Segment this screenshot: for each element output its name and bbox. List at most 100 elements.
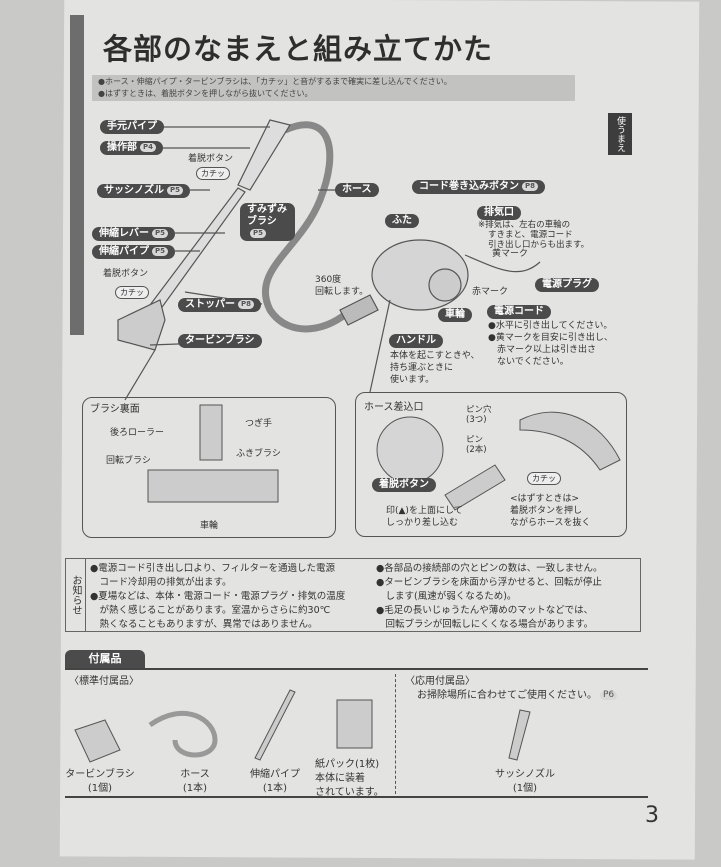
label-haikiguchi: 排気口 bbox=[477, 206, 521, 220]
divider bbox=[395, 674, 396, 794]
label-rear-roller: 後ろローラー bbox=[110, 428, 165, 438]
label-wipe-brush: ふきブラシ bbox=[236, 449, 281, 459]
notice-right: ●各部品の接続部の穴とピンの数は、一致しません。 ●タービンブラシを床面から浮か… bbox=[376, 562, 603, 632]
item-name: 伸縮パイプ bbox=[250, 769, 300, 780]
label-pin: ピン (2本) bbox=[466, 435, 487, 455]
accessories-box: 〈標準付属品〉 〈応用付属品〉 お掃除場所に合わせてご使用ください。P6 タービ… bbox=[65, 668, 648, 798]
note-line: 引き出し口からも出ます。 bbox=[488, 240, 590, 250]
item-name: 紙パック(1枚) bbox=[315, 759, 380, 770]
label-release-button: 着脱ボタン bbox=[372, 478, 436, 492]
hose-inlet-box bbox=[355, 392, 627, 537]
item-name: タービンブラシ bbox=[65, 769, 135, 780]
note-line: しっかり差し込む bbox=[386, 518, 459, 528]
brush-box-title: ブラシ裏面 bbox=[90, 404, 140, 415]
note-line: <はずすときは> bbox=[510, 494, 580, 504]
page-ref: P6 bbox=[600, 690, 618, 700]
handle-note: 本体を起こすときや、 持ち運ぶときに 使います。 bbox=[390, 350, 480, 386]
accessory-item: ホース(1本) bbox=[160, 768, 230, 796]
brush-underside-illustration bbox=[147, 469, 279, 503]
pipe-icon bbox=[254, 689, 296, 761]
page-edge-band bbox=[70, 15, 84, 335]
instruction-line: ●はずすときは、着脱ボタンを押しながら抜いてください。 bbox=[98, 89, 313, 98]
cord-illustration bbox=[464, 254, 541, 273]
label-text: 伸縮パイプ bbox=[99, 246, 149, 257]
sash-nozzle-icon bbox=[508, 709, 531, 761]
cord-notes: ●水平に引き出してください。 ●黄マークを目安に引き出し、 赤マーク以上は引き出… bbox=[488, 320, 613, 368]
label-sumizumi-brush: すみずみブラシP5 bbox=[240, 203, 295, 241]
item-qty: (1個) bbox=[87, 783, 113, 794]
accessory-item: タービンブラシ (1個) bbox=[60, 768, 140, 796]
hose-illustration bbox=[261, 121, 353, 333]
note-line: ないでください。 bbox=[497, 357, 569, 367]
note-line: 持ち運ぶときに bbox=[390, 363, 454, 373]
label-turbine-brush: タービンブラシ bbox=[178, 334, 262, 348]
label-text: 伸縮レバー bbox=[99, 228, 149, 239]
optional-heading: 〈応用付属品〉 bbox=[405, 676, 475, 687]
notice-line: します(風速が弱くなるため)。 bbox=[376, 591, 517, 602]
notice-line: コード冷却用の排気が出ます。 bbox=[90, 577, 232, 588]
label-yellow-mark: 黄マーク bbox=[492, 249, 529, 259]
notice-label: お知らせ bbox=[66, 559, 86, 631]
note-line: 印(▲)を上面にして bbox=[386, 506, 463, 516]
label-joint: つぎ手 bbox=[245, 419, 273, 429]
hose-icon bbox=[148, 710, 218, 758]
label-temoto-pipe: 手元パイプ bbox=[100, 120, 164, 134]
accessory-item: サッシノズル(1個) bbox=[475, 768, 575, 796]
notice-box: お知らせ ●電源コード引き出し口より、フィルターを通過した電源 コード冷却用の排… bbox=[65, 558, 641, 632]
note-line: 使います。 bbox=[390, 375, 435, 385]
standard-heading: 〈標準付属品〉 bbox=[69, 676, 139, 687]
click-bubble: カチッ bbox=[115, 286, 149, 299]
label-power-plug: 電源プラグ bbox=[535, 278, 599, 292]
item-qty: (1個) bbox=[512, 783, 538, 794]
label-wheel: 車輪 bbox=[200, 521, 219, 531]
label-pin-hole: ピン穴 (3つ) bbox=[466, 405, 492, 425]
label-rotary-brush: 回転ブラシ bbox=[106, 456, 151, 466]
notice-line: が熱く感じることがあります。室温からさらに約30℃ bbox=[90, 605, 331, 616]
note-line: 赤マーク以上は引き出さ bbox=[497, 345, 597, 355]
label-power-cord: 電源コード bbox=[487, 305, 551, 319]
label-handle: ハンドル bbox=[389, 334, 443, 348]
note-line: 着脱ボタンを押し bbox=[510, 506, 583, 516]
item-qty: (1本) bbox=[182, 783, 208, 794]
note-line: ながらホースを抜く bbox=[510, 518, 591, 528]
note-line: すきまと、電源コード bbox=[488, 230, 573, 240]
item-qty: (1本) bbox=[262, 783, 288, 794]
brush-underside-box bbox=[82, 397, 336, 538]
accessory-item: 伸縮パイプ (1本) bbox=[240, 768, 310, 796]
label-hose: ホース bbox=[335, 183, 379, 197]
label-futa: ふた bbox=[385, 214, 419, 228]
page-ref: P4 bbox=[140, 142, 157, 152]
item-qty: 本体に装着 されています。 bbox=[315, 773, 384, 798]
label-text: サッシノズル bbox=[104, 185, 164, 196]
label-text: ストッパー bbox=[185, 299, 235, 310]
hose-box-title: ホース差込口 bbox=[364, 402, 424, 413]
note-line: ●黄マークを目安に引き出し、 bbox=[488, 333, 613, 343]
remove-note: <はずすときは> 着脱ボタンを押し ながらホースを抜く bbox=[510, 493, 591, 529]
turbine-brush-icon bbox=[74, 719, 121, 763]
label-red-mark: 赤マーク bbox=[472, 287, 509, 297]
notice-line: ●夏場などは、本体・電源コード・電源プラグ・排気の温度 bbox=[90, 591, 346, 602]
notice-line: ●電源コード引き出し口より、フィルターを通過した電源 bbox=[90, 563, 336, 574]
label-text: コード巻き込みボタン bbox=[419, 181, 519, 192]
rotate-note: 360度 回転します。 bbox=[315, 275, 369, 297]
hose-end-illustration bbox=[339, 294, 379, 326]
turbine-brush-illustration bbox=[117, 299, 166, 351]
insert-note: 印(▲)を上面にして しっかり差し込む bbox=[386, 505, 463, 529]
notice-line: ●タービンブラシを床面から浮かせると、回転が停止 bbox=[376, 577, 602, 588]
click-bubble: カチッ bbox=[527, 472, 561, 485]
optional-note: お掃除場所に合わせてご使用ください。P6 bbox=[417, 690, 618, 702]
page-ref: P8 bbox=[238, 299, 255, 309]
notice-line: ●各部品の接続部の穴とピンの数は、一致しません。 bbox=[376, 563, 603, 574]
notice-left: ●電源コード引き出し口より、フィルターを通過した電源 コード冷却用の排気が出ます… bbox=[90, 562, 345, 632]
instruction-line: ●ホース・伸縮パイプ・タービンブラシは、「カチッ」と音がするまで確実に差し込んで… bbox=[98, 77, 452, 86]
accessory-item: 紙パック(1枚) 本体に装着 されています。 bbox=[315, 758, 390, 800]
page-ref: P5 bbox=[152, 246, 169, 256]
notice-line: ●毛足の長いじゅうたんや薄めのマットなどでは、 bbox=[376, 605, 594, 616]
accessories-tab: 付属品 bbox=[65, 650, 145, 668]
